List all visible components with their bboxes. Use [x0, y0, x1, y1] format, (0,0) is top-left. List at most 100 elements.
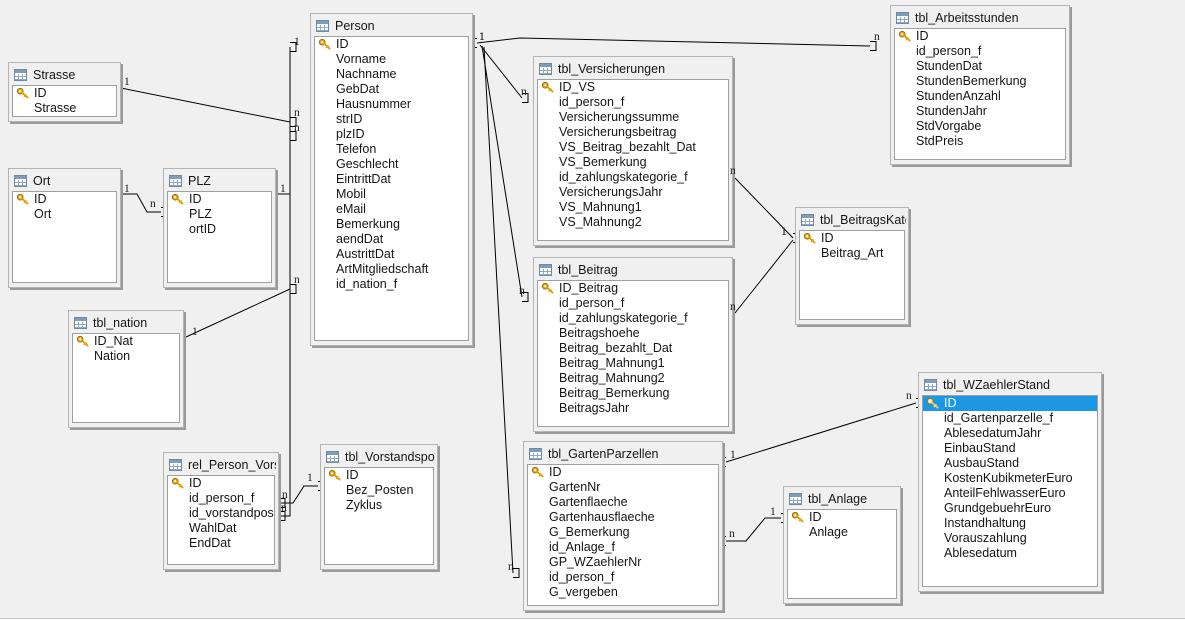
field-row[interactable]: ID_Nat: [73, 334, 179, 349]
field-row[interactable]: VS_Mahnung1: [538, 200, 728, 215]
field-row[interactable]: EndDat: [168, 536, 274, 551]
field-row[interactable]: ID_Beitrag: [538, 281, 728, 296]
field-row[interactable]: Instandhaltung: [923, 516, 1097, 531]
field-row[interactable]: Anlage: [788, 525, 896, 540]
field-row[interactable]: Vorname: [315, 52, 468, 67]
field-row[interactable]: AblesedatumJahr: [923, 426, 1097, 441]
field-row[interactable]: ID: [13, 192, 116, 207]
field-row[interactable]: ID: [325, 468, 433, 483]
table-header-tbl_beitragskateg[interactable]: tbl_BeitragsKateg: [798, 210, 906, 230]
field-row[interactable]: ID: [800, 231, 904, 246]
field-row[interactable]: GrundgebuehrEuro: [923, 501, 1097, 516]
field-row[interactable]: ID: [13, 86, 116, 101]
field-row[interactable]: ortID: [168, 222, 271, 237]
relationship-line-person-arbeitsstunden[interactable]: [476, 37, 871, 47]
field-row[interactable]: ID: [528, 465, 718, 480]
field-row[interactable]: GebDat: [315, 82, 468, 97]
relationship-line-strasse-person[interactable]: [120, 87, 291, 123]
field-row[interactable]: Beitrag_Bemerkung: [538, 386, 728, 401]
field-row[interactable]: plzID: [315, 127, 468, 142]
relationship-line-person-beitrag[interactable]: [481, 45, 523, 298]
field-row[interactable]: ID: [315, 37, 468, 52]
field-row[interactable]: VS_Beitrag_bezahlt_Dat: [538, 140, 728, 155]
field-row[interactable]: Beitragshoehe: [538, 326, 728, 341]
field-row[interactable]: StundenBemerkung: [895, 74, 1065, 89]
table-header-person[interactable]: Person: [313, 16, 470, 36]
field-row[interactable]: Mobil: [315, 187, 468, 202]
field-row[interactable]: ID: [168, 476, 274, 491]
field-row[interactable]: id_person_f: [538, 296, 728, 311]
field-row[interactable]: Nachname: [315, 67, 468, 82]
table-window-tbl_beitragskateg[interactable]: tbl_BeitragsKategIDBeitrag_Art: [795, 207, 909, 325]
relationship-line-person-relvorstand[interactable]: [279, 47, 291, 517]
field-row[interactable]: id_vorstandposte: [168, 506, 274, 521]
field-row[interactable]: eMail: [315, 202, 468, 217]
field-row[interactable]: KostenKubikmeterEuro: [923, 471, 1097, 486]
table-header-tbl_arbeitsstunden[interactable]: tbl_Arbeitsstunden: [893, 8, 1067, 28]
field-row[interactable]: Gartenflaeche: [528, 495, 718, 510]
table-header-tbl_anlage[interactable]: tbl_Anlage: [786, 489, 898, 509]
field-row[interactable]: Bez_Posten: [325, 483, 433, 498]
relationship-line-person-gartenparzellen[interactable]: [483, 46, 514, 574]
field-row[interactable]: StundenDat: [895, 59, 1065, 74]
field-row[interactable]: ID_VS: [538, 80, 728, 95]
table-header-tbl_beitrag[interactable]: tbl_Beitrag: [536, 260, 730, 280]
field-row[interactable]: G_vergeben: [528, 585, 718, 600]
table-header-strasse[interactable]: Strasse: [11, 65, 118, 85]
field-row[interactable]: ID: [168, 192, 271, 207]
table-header-ort[interactable]: Ort: [11, 171, 118, 191]
field-row[interactable]: Versicherungssumme: [538, 110, 728, 125]
field-row[interactable]: Bemerkung: [315, 217, 468, 232]
field-row[interactable]: Beitrag_Mahnung2: [538, 371, 728, 386]
field-row[interactable]: id_zahlungskategorie_f: [538, 170, 728, 185]
field-row[interactable]: Nation: [73, 349, 179, 364]
table-header-tbl_gartenparzellen[interactable]: tbl_GartenParzellen: [526, 444, 720, 464]
field-row[interactable]: Ablesedatum: [923, 546, 1097, 561]
field-row[interactable]: EintrittDat: [315, 172, 468, 187]
field-row[interactable]: id_Gartenparzelle_f: [923, 411, 1097, 426]
table-header-rel_person_vorst[interactable]: rel_Person_Vorsta: [166, 455, 276, 475]
field-row[interactable]: id_person_f: [528, 570, 718, 585]
field-row[interactable]: EinbauStand: [923, 441, 1097, 456]
field-row[interactable]: Geschlecht: [315, 157, 468, 172]
field-row[interactable]: WahlDat: [168, 521, 274, 536]
field-row[interactable]: strID: [315, 112, 468, 127]
field-row[interactable]: StundenJahr: [895, 104, 1065, 119]
field-row[interactable]: Gartenhausflaeche: [528, 510, 718, 525]
field-row[interactable]: PLZ: [168, 207, 271, 222]
field-row[interactable]: AusbauStand: [923, 456, 1097, 471]
field-row[interactable]: Vorauszahlung: [923, 531, 1097, 546]
table-header-tbl_vorstandspos[interactable]: tbl_Vorstandspos: [323, 447, 435, 467]
field-row[interactable]: aendDat: [315, 232, 468, 247]
table-window-rel_person_vorst[interactable]: rel_Person_VorstaIDid_person_fid_vorstan…: [163, 452, 279, 570]
field-row[interactable]: BeitragsJahr: [538, 401, 728, 416]
field-row[interactable]: ID: [788, 510, 896, 525]
field-row[interactable]: id_person_f: [168, 491, 274, 506]
field-row[interactable]: id_Anlage_f: [528, 540, 718, 555]
field-row[interactable]: AnteilFehlwasserEuro: [923, 486, 1097, 501]
field-row[interactable]: id_person_f: [538, 95, 728, 110]
field-row[interactable]: id_nation_f: [315, 277, 468, 292]
field-row[interactable]: Zyklus: [325, 498, 433, 513]
field-row[interactable]: id_person_f: [895, 44, 1065, 59]
table-header-tbl_nation[interactable]: tbl_nation: [71, 313, 181, 333]
